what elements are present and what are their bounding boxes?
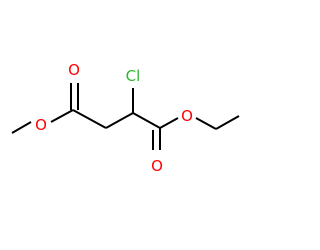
chlorine-atom-label: Cl (126, 67, 141, 85)
bond-oxygen-carbonyl-carbon-left (50, 109, 74, 123)
bond-carbonyl-right-to-oxygen (159, 117, 179, 129)
bond-ch2-to-chcl (105, 112, 134, 129)
bond-ethyl-ch2-to-ch3 (215, 115, 240, 130)
bond-methyl-oxygen (11, 121, 32, 134)
oxygen-ester-right-label: O (181, 107, 193, 125)
molecule-structure: Cl O O O O (11, 61, 240, 175)
oxygen-ester-left-label: O (35, 116, 47, 134)
bond-oxygen-to-ethyl-ch2 (195, 117, 217, 130)
bond-carbonyl-left-to-ch2 (72, 109, 107, 129)
bond-chcl-to-carbonyl-right (132, 112, 161, 129)
oxygen-carbonyl-left-label: O (68, 61, 80, 79)
oxygen-carbonyl-right-label: O (151, 157, 163, 175)
